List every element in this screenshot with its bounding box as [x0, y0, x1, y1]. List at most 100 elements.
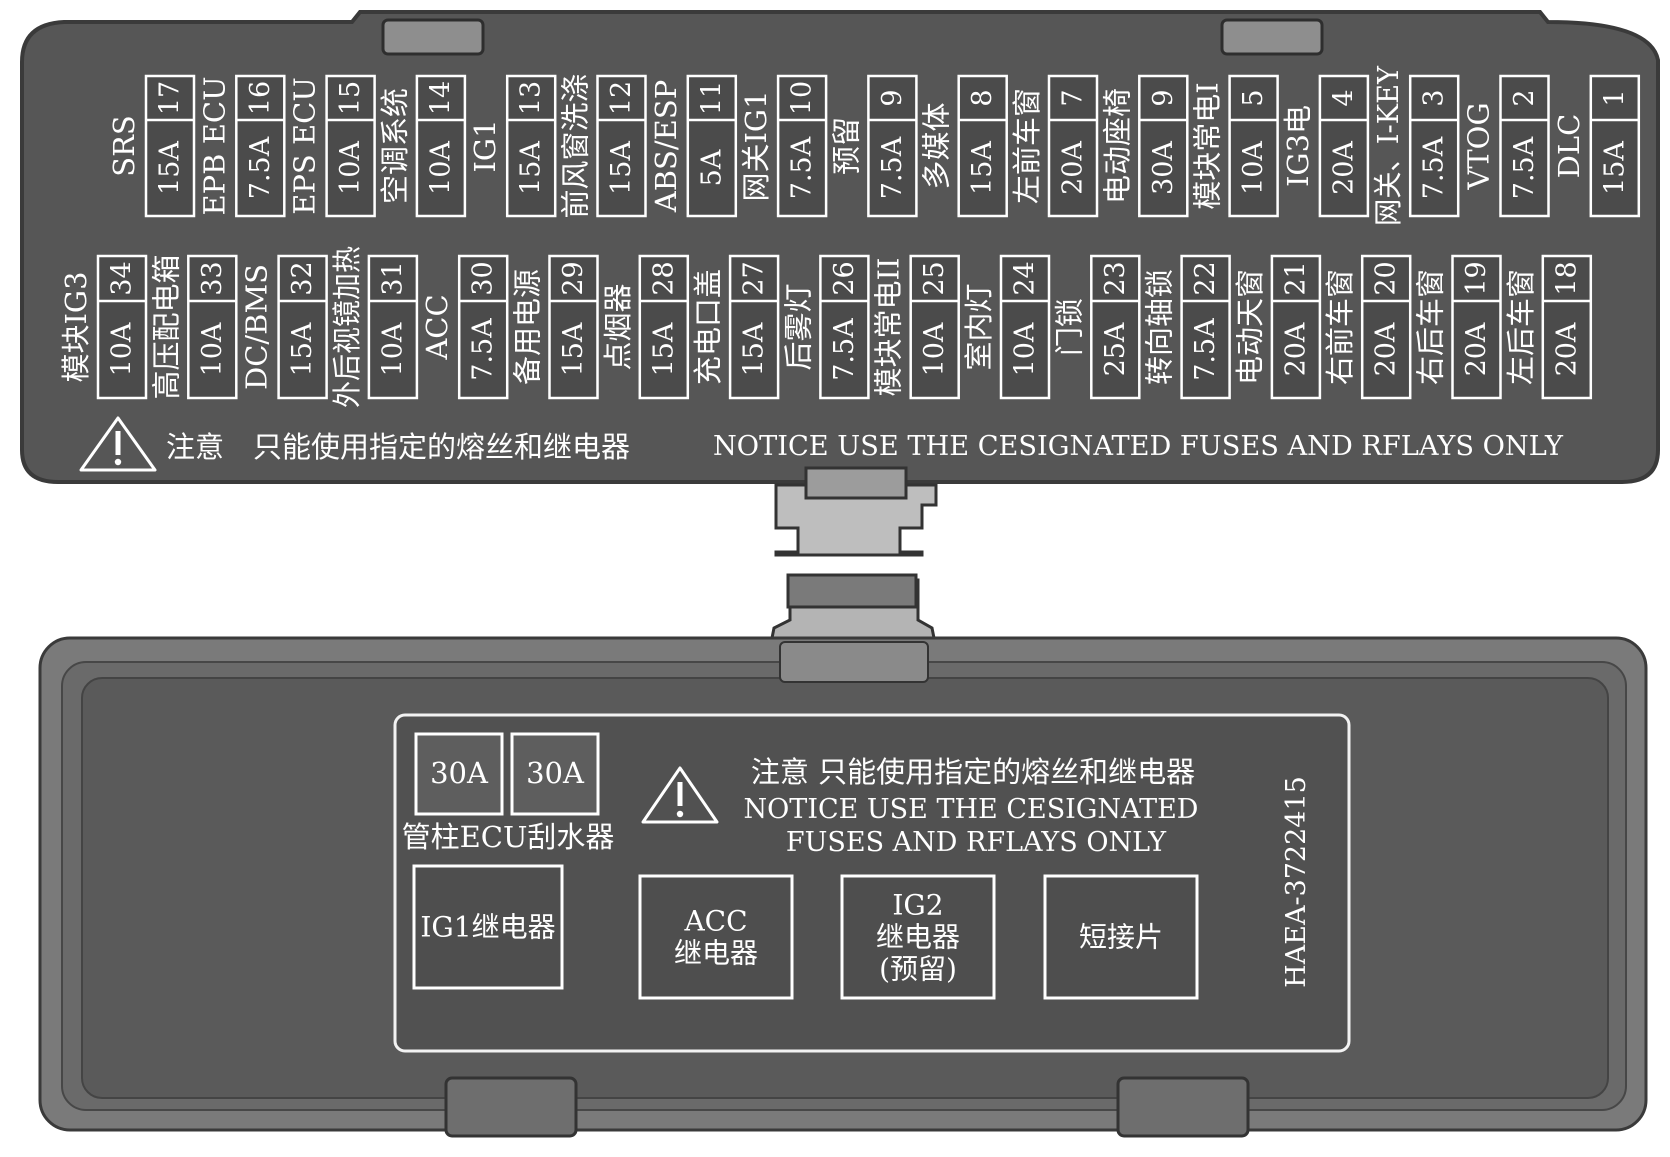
fuse-label: 外后视镜加热 [330, 246, 364, 408]
fuse-number: 30 [468, 261, 499, 295]
relay-block-4: 短接片 [1043, 874, 1199, 1000]
fuse-number: 29 [558, 261, 589, 295]
fuse-number: 32 [287, 261, 318, 295]
relay-label-line: 短接片 [1079, 921, 1163, 954]
fuse-amperage: 7.5A [1509, 136, 1540, 199]
fuse-number: 17 [155, 81, 186, 115]
fuse-number: 12 [606, 81, 637, 115]
lower-notice-cn: 注意 只能使用指定的熔丝和继电器 [751, 755, 1195, 789]
relay-block-1: IG1继电器 [412, 864, 564, 990]
fuse-number: 14 [425, 81, 456, 115]
fuse-number: 2 [1509, 89, 1540, 106]
fuse-number: 22 [1190, 261, 1221, 295]
fuse-number: 23 [1100, 261, 1131, 295]
fuse-amperage: 10A [1010, 322, 1041, 376]
relay-label-line: IG2 [892, 889, 943, 922]
lower-cover-clip-left [444, 1076, 578, 1138]
fuse-label: 室内灯 [962, 283, 996, 370]
fuse-slot-13: 13 15A IG1 [468, 74, 557, 218]
fuse-number: 13 [516, 81, 547, 115]
fuse-amperage: 20A [1461, 322, 1492, 376]
lower-cover-clip-right [1116, 1076, 1250, 1138]
fuse-number: 15 [335, 81, 366, 115]
fuse-amperage: 7.5A [1190, 318, 1221, 381]
fuse-number: 9 [1148, 89, 1179, 106]
lower-fuse-amp-left: 30A [430, 756, 489, 790]
relay-label-line: 继电器 [674, 937, 758, 970]
warning-icon [641, 766, 719, 824]
fuse-number: 21 [1280, 261, 1311, 295]
fuse-label: EPS ECU [288, 77, 322, 215]
fuse-label: DLC [1552, 114, 1586, 179]
fuse-number: 18 [1551, 261, 1582, 295]
fuse-label: DC/BMS [240, 264, 274, 390]
fuse-number: 9 [877, 89, 908, 106]
fuse-label: IG3电 [1281, 105, 1315, 187]
fuse-slot-9: 9 30A 电动座椅 [1100, 74, 1189, 218]
fuse-label: ACC [420, 294, 454, 360]
fuse-slot-34: 34 10A 模块IG3 [59, 254, 148, 400]
fuse-amperage: 7.5A [468, 318, 499, 381]
fuse-number: 7 [1058, 89, 1089, 106]
fuse-number: 4 [1328, 89, 1359, 106]
fuse-amperage: 10A [335, 141, 366, 195]
fuse-number: 27 [739, 261, 770, 295]
fuse-label: IG1 [468, 119, 502, 172]
hinge-connector-top [779, 641, 929, 683]
fuse-amperage: 15A [155, 141, 186, 195]
lower-notice-en-line2: FUSES AND RFLAYS ONLY [786, 827, 1167, 858]
fuse-number: 25 [919, 261, 950, 295]
fuse-label: 电动天窗 [1233, 269, 1267, 385]
fuse-label: 模块常电I [1191, 82, 1225, 209]
fuse-amperage: 15A [516, 141, 547, 195]
fuse-label: 右前车窗 [1323, 269, 1357, 385]
fuse-number: 31 [377, 261, 408, 295]
fuse-amperage: 10A [107, 322, 138, 376]
fuse-label: EPB ECU [197, 76, 231, 215]
fuse-label: 电动座椅 [1100, 88, 1134, 204]
fuse-label: 左前车窗 [1010, 88, 1044, 204]
fuse-number: 5 [1238, 89, 1269, 106]
lower-cover: 30A 30A 管柱ECU刮水器 注意 只能使用指定的熔丝和继电器 NOTICE… [38, 636, 1648, 1138]
fuse-amperage: 10A [425, 141, 456, 195]
fuse-amperage: 20A [1328, 141, 1359, 195]
fuse-amperage: 30A [1148, 141, 1179, 195]
fuse-number: 11 [696, 81, 727, 115]
fuse-number: 1 [1599, 89, 1630, 106]
fuse-amperage: 20A [1058, 141, 1089, 195]
fuse-label: 模块常电II [872, 258, 906, 397]
fuse-number: 28 [648, 261, 679, 295]
fuse-slot-31: 31 10A 外后视镜加热 [330, 246, 419, 408]
fuse-amperage: 15A [648, 322, 679, 376]
fuse-amperage: 7.5A [245, 136, 276, 199]
fuse-slot-15: 15 10A EPS ECU [288, 74, 376, 218]
relay-label-line: 继电器 [876, 921, 960, 954]
fuse-label: 高压配电箱 [149, 254, 183, 399]
fuse-amperage: 7.5A [829, 318, 860, 381]
fuse-slot-4: 4 20A IG3电 [1281, 74, 1370, 218]
fuse-label: 后雾灯 [781, 283, 815, 370]
fuse-label: 模块IG3 [59, 271, 93, 382]
fuse-label: 预留 [829, 117, 863, 175]
hinge [768, 466, 938, 650]
upper-cover-latch-right [1220, 18, 1324, 56]
fuse-number: 34 [107, 261, 138, 295]
hinge-slot-lower [786, 573, 918, 609]
fuse-amperage: 10A [377, 322, 408, 376]
fuse-amperage: 15A [1599, 141, 1630, 195]
fuse-label: 前风窗洗涤 [559, 73, 593, 218]
